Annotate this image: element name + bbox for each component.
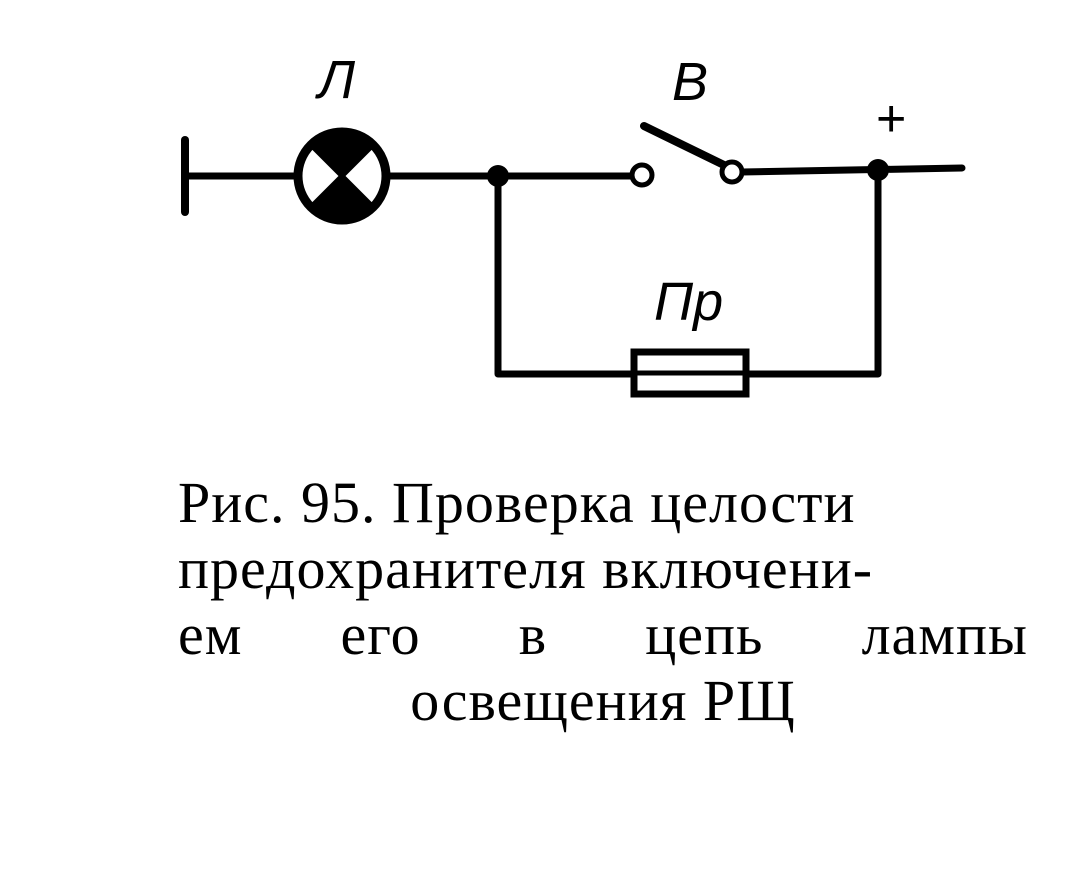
caption-word: ем bbox=[178, 602, 243, 667]
wire-fuse-branch bbox=[494, 172, 638, 378]
junction-left bbox=[487, 165, 509, 187]
lamp-label: Л bbox=[315, 50, 356, 110]
switch-label: В bbox=[672, 52, 708, 112]
caption-line-1: Рис. 95. Проверка целости bbox=[178, 470, 856, 535]
wire-switch-plus bbox=[738, 164, 966, 176]
fuse-label: Пр bbox=[654, 272, 723, 332]
fuse-symbol bbox=[630, 348, 750, 398]
wire-fuse-branch-right bbox=[742, 166, 882, 378]
caption-line-2: предохранителя включени- bbox=[178, 536, 874, 601]
switch-contact-right bbox=[719, 159, 745, 185]
caption-word: в bbox=[518, 602, 548, 667]
positive-terminal-label: + bbox=[876, 90, 906, 148]
figure-caption: Рис. 95. Проверка целости предохранителя… bbox=[178, 470, 1028, 734]
switch-blade bbox=[640, 122, 730, 170]
circuit-diagram: Л В Пр + bbox=[181, 50, 966, 398]
switch-contact-left bbox=[629, 162, 655, 188]
caption-word: лампы bbox=[861, 602, 1028, 667]
lamp-symbol bbox=[293, 127, 391, 225]
caption-line-3: ем его в цепь лампы bbox=[178, 602, 1028, 668]
caption-word: его bbox=[340, 602, 421, 667]
caption-line-4: освещения РЩ bbox=[410, 668, 796, 733]
caption-word: цепь bbox=[645, 602, 764, 667]
junction-right bbox=[867, 159, 889, 181]
